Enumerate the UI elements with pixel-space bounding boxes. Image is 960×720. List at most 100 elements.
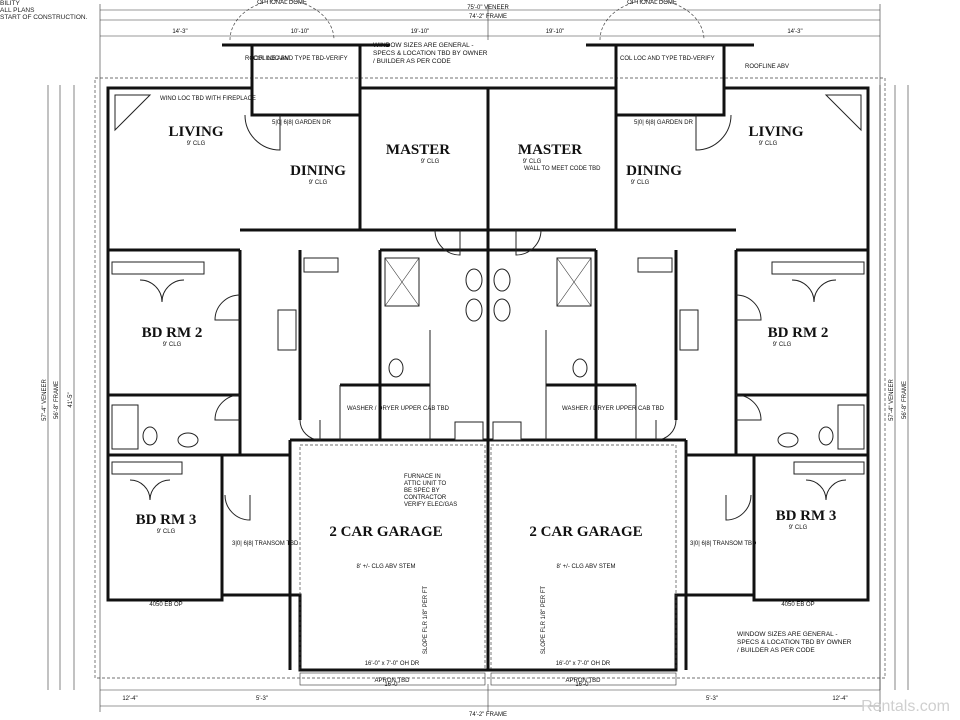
ceiling-note: 9' CLG [421, 159, 440, 165]
dim-left-mid: 41'-5" [68, 392, 74, 407]
transom-note: 3|0| 6|8| TRANSOM TBD [232, 541, 299, 547]
ceiling-note: 9' CLG [163, 342, 182, 348]
lav [177, 432, 199, 448]
window-note-top-1: WINDOW SIZES ARE GENERAL - [373, 42, 474, 49]
dim-bottom-seg: 5'-3" [706, 696, 718, 702]
roofline-label: ROOFLINE ABV [245, 56, 289, 62]
room-dining-left: DINING [290, 163, 346, 179]
transom-note: 3|0| 6|8| TRANSOM TBD [690, 541, 757, 547]
furnace-note-4: CONTRACTOR [404, 495, 447, 501]
fireplace-right [824, 94, 862, 132]
dim-top-frame: 74'-2" FRAME [469, 14, 507, 20]
door-swing [735, 294, 762, 321]
furnace-note-1: FURNACE IN [404, 474, 441, 480]
garden-window: 5|0| 6|8| GARDEN DR [634, 120, 694, 126]
garage-door-label: 16'-0" x 7'-0" OH DR [365, 661, 420, 667]
garage-ceiling: 8' +/- CLG ABV STEM [557, 564, 616, 570]
door-swing [214, 394, 241, 421]
slope-note: SLOPE FLR 1/8" PER FT [423, 586, 429, 654]
ceiling-note: 9' CLG [759, 141, 778, 147]
closet-door [805, 479, 827, 501]
toilet [388, 358, 404, 378]
dim-left-frame: 56'-8" FRAME [54, 381, 60, 419]
corner-note-line: ALL PLANS [0, 7, 35, 14]
col-note: COL LOC AND TYPE TBD-VERIFY [620, 56, 715, 62]
door-swing [735, 394, 762, 421]
garage-door-label: 16'-0" x 7'-0" OH DR [556, 661, 611, 667]
dim-left-overall: 57'-4" VENEER [42, 379, 48, 421]
garage-ceiling: 8' +/- CLG ABV STEM [357, 564, 416, 570]
washer-note: WASHER / DRYER UPPER CAB TBD [562, 406, 665, 412]
window-note-bottom-1: WINDOW SIZES ARE GENERAL - [737, 631, 838, 638]
lav [777, 432, 799, 448]
door-swing [515, 229, 542, 256]
window-note-top-2: SPECS & LOCATION TBD BY OWNER [373, 50, 488, 57]
lav-sink [465, 298, 483, 322]
window-note-top-3: / BUILDER AS PER CODE [373, 58, 451, 65]
window-note-bottom-3: / BUILDER AS PER CODE [737, 647, 815, 654]
dim-top-seg: 10'-10" [291, 29, 310, 35]
dim-top-seg: 19'-10" [411, 29, 430, 35]
ceiling-note: 9' CLG [309, 180, 328, 186]
dim-bottom-seg: 5'-3" [256, 696, 268, 702]
door-swing [224, 494, 251, 521]
window-note: 4050 EB OP [149, 602, 182, 608]
closet-door [149, 479, 171, 501]
room-bdrm2-left: BD RM 2 [142, 325, 203, 341]
closet-shelf [111, 461, 183, 475]
dimension-lines [47, 4, 909, 712]
garage-slab [299, 444, 486, 671]
ceiling-note: 9' CLG [773, 342, 792, 348]
optional-dome-left [229, 0, 335, 41]
ceiling-note: 9' CLG [789, 525, 808, 531]
closet-shelf [793, 461, 865, 475]
lav-sink [493, 298, 511, 322]
fireplace-note: WINO LOC TBD WITH FIREPLACE [160, 96, 256, 102]
furnace-note-5: VERIFY ELEC/GAS [404, 502, 457, 508]
closet-door [825, 479, 847, 501]
dim-bottom-seg: 12'-4" [122, 696, 137, 702]
tub-right [837, 404, 865, 450]
dim-top-seg: 14'-3" [787, 29, 802, 35]
room-living-left: LIVING [168, 124, 223, 140]
fireplace-left [114, 94, 152, 132]
ceiling-note: 9' CLG [523, 159, 542, 165]
doors [129, 114, 847, 521]
optional-dome-right [599, 0, 705, 41]
ceiling-note: 9' CLG [157, 529, 176, 535]
toilet [572, 358, 588, 378]
counter [277, 309, 297, 351]
master-wall-note: WALL TO MEET CODE TBD [524, 166, 601, 172]
furnace-note-3: BE SPEC BY [404, 488, 440, 494]
room-bdrm2-right: BD RM 2 [768, 325, 829, 341]
door-swing [434, 229, 461, 256]
room-bdrm3-left: BD RM 3 [136, 512, 197, 528]
room-living-right: LIVING [748, 124, 803, 140]
water-heater [454, 421, 484, 441]
apron-label: APRON TBD [375, 678, 411, 684]
tub-left [111, 404, 139, 450]
room-master-right: MASTER [518, 142, 582, 158]
closet-door [129, 479, 151, 501]
door-swing [214, 294, 241, 321]
ceiling-note: 9' CLG [187, 141, 206, 147]
closet-shelf [111, 261, 205, 275]
roofline-label: ROOFLINE ABV [745, 64, 789, 70]
apron-label: APRON TBD [566, 678, 602, 684]
dim-bottom-overall: 74'-2" FRAME [469, 712, 507, 718]
col-note: COL LOC AND TYPE TBD-VERIFY [253, 56, 348, 62]
dim-top-seg: 19'-10" [546, 29, 565, 35]
closet-shelf [771, 261, 865, 275]
door-swing [299, 419, 321, 441]
dim-top-overall: 75'-0" VENEER [467, 5, 509, 11]
slope-note: SLOPE FLR 1/8" PER FT [541, 586, 547, 654]
door-swing [655, 419, 677, 441]
dim-right-frame: 56'-8" FRAME [902, 381, 908, 419]
corner-note-line: START OF CONSTRUCTION. [0, 14, 88, 21]
room-dining-right: DINING [626, 163, 682, 179]
room-bdrm3-right: BD RM 3 [776, 508, 837, 524]
optional-dome-label: OPTIONAL DOME [257, 0, 307, 6]
room-garage-left: 2 CAR GARAGE [329, 524, 442, 540]
garden-window: 5|0| 6|8| GARDEN DR [272, 120, 332, 126]
